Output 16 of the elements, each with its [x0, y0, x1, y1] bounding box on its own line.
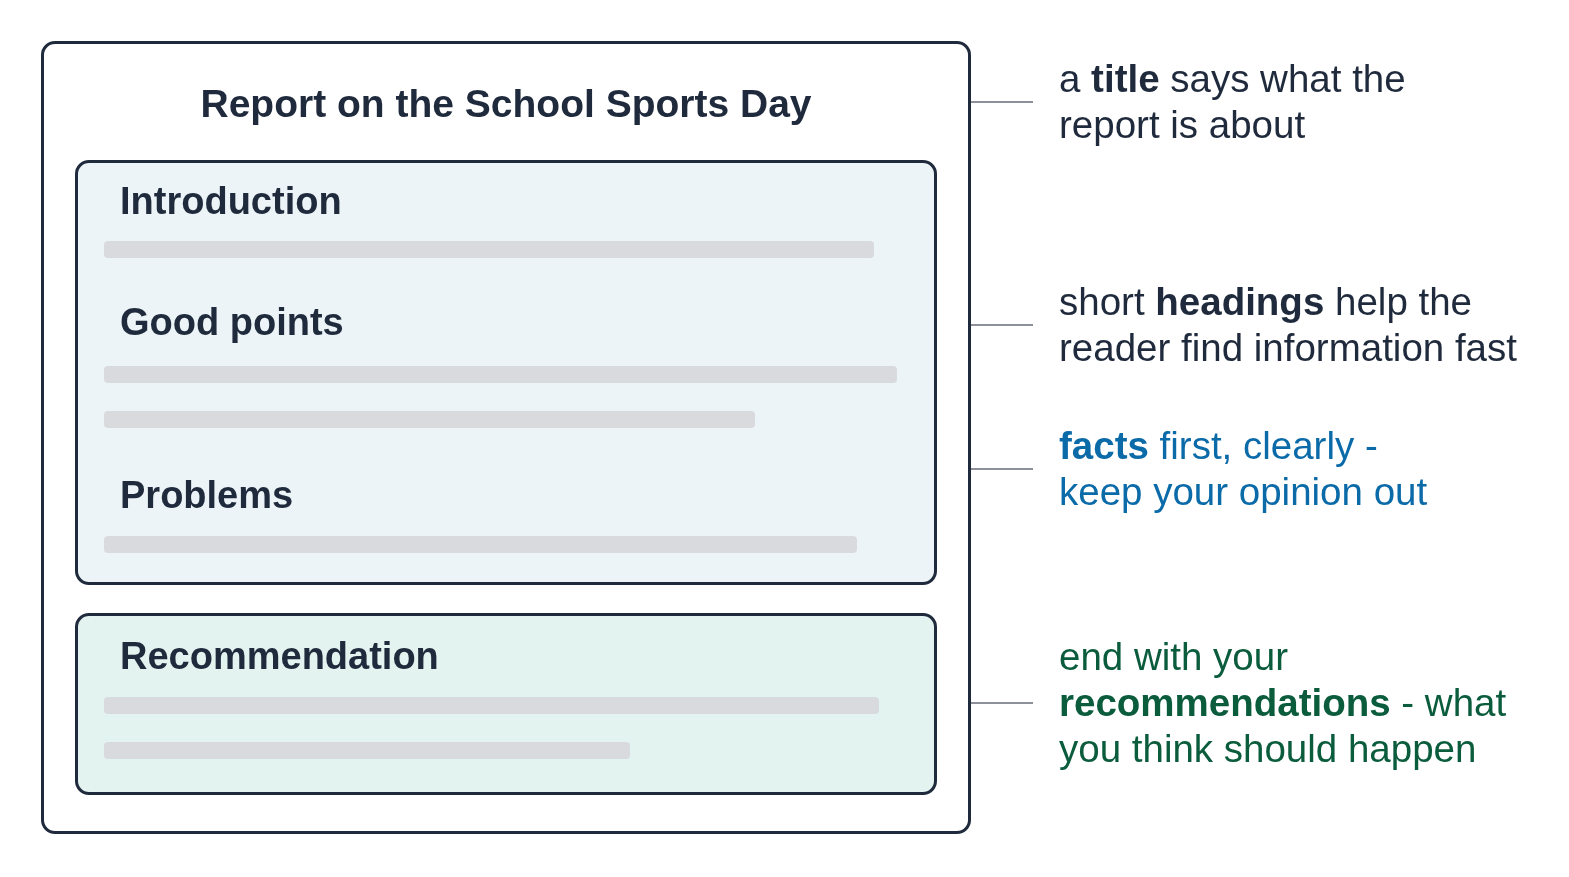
annotation-note: short headings help the reader find information fast — [1059, 279, 1518, 371]
recommendation-box — [75, 613, 937, 795]
section-heading: Introduction — [120, 179, 342, 223]
report-title: Report on the School Sports Day — [199, 82, 813, 126]
annotation-note: facts first, clearly - keep your opinion out — [1059, 423, 1429, 515]
leader-line — [970, 324, 1034, 326]
section-heading: Good points — [120, 300, 344, 344]
annotation-note: end with your recommendations - what you think should happen — [1059, 634, 1508, 772]
section-heading: Recommendation — [120, 634, 439, 678]
section-heading: Problems — [120, 473, 294, 517]
leader-line — [970, 101, 1034, 103]
annotation-note: a title says what the report is about — [1059, 56, 1407, 148]
body-section-box — [75, 160, 937, 585]
leader-line — [970, 702, 1034, 704]
report-outline-box — [41, 41, 971, 834]
leader-line — [970, 468, 1034, 470]
